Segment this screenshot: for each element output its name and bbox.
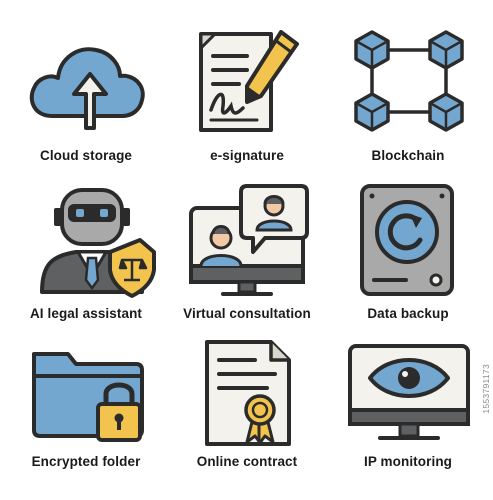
- eye-monitor-icon: [326, 330, 490, 470]
- icon-tile-blockchain: Blockchain: [326, 20, 490, 186]
- icon-tile-ai-legal-assistant: AI legal assistant: [4, 178, 168, 344]
- icon-tile-cloud-storage: Cloud storage: [4, 20, 168, 186]
- blockchain-icon: [326, 20, 490, 160]
- tile-label: AI legal assistant: [29, 306, 143, 321]
- tile-label: IP monitoring: [363, 454, 453, 469]
- video-call-icon: [165, 178, 329, 318]
- ai-lawyer-robot-icon: [4, 178, 168, 318]
- tile-label: Cloud storage: [39, 148, 133, 163]
- e-signature-icon: [165, 20, 329, 160]
- cloud-upload-icon: [4, 20, 168, 160]
- certificate-document-icon: [165, 330, 329, 470]
- tile-label: Data backup: [367, 306, 449, 321]
- icon-tile-e-signature: e-signature: [165, 20, 329, 186]
- backup-drive-icon: [326, 178, 490, 318]
- tile-label: Online contract: [196, 454, 298, 469]
- stock-watermark: 1553791173: [481, 364, 491, 414]
- icon-tile-online-contract: Online contract: [165, 330, 329, 496]
- tile-label: Virtual consultation: [183, 306, 311, 321]
- icon-tile-encrypted-folder: Encrypted folder: [4, 330, 168, 496]
- tile-label: Blockchain: [371, 148, 445, 163]
- icon-tile-virtual-consultation: Virtual consultation: [165, 178, 329, 344]
- locked-folder-icon: [4, 330, 168, 470]
- icon-tile-ip-monitoring: IP monitoring: [326, 330, 490, 496]
- icon-tile-data-backup: Data backup: [326, 178, 490, 344]
- tile-label: Encrypted folder: [31, 454, 141, 469]
- tile-label: e-signature: [210, 148, 284, 163]
